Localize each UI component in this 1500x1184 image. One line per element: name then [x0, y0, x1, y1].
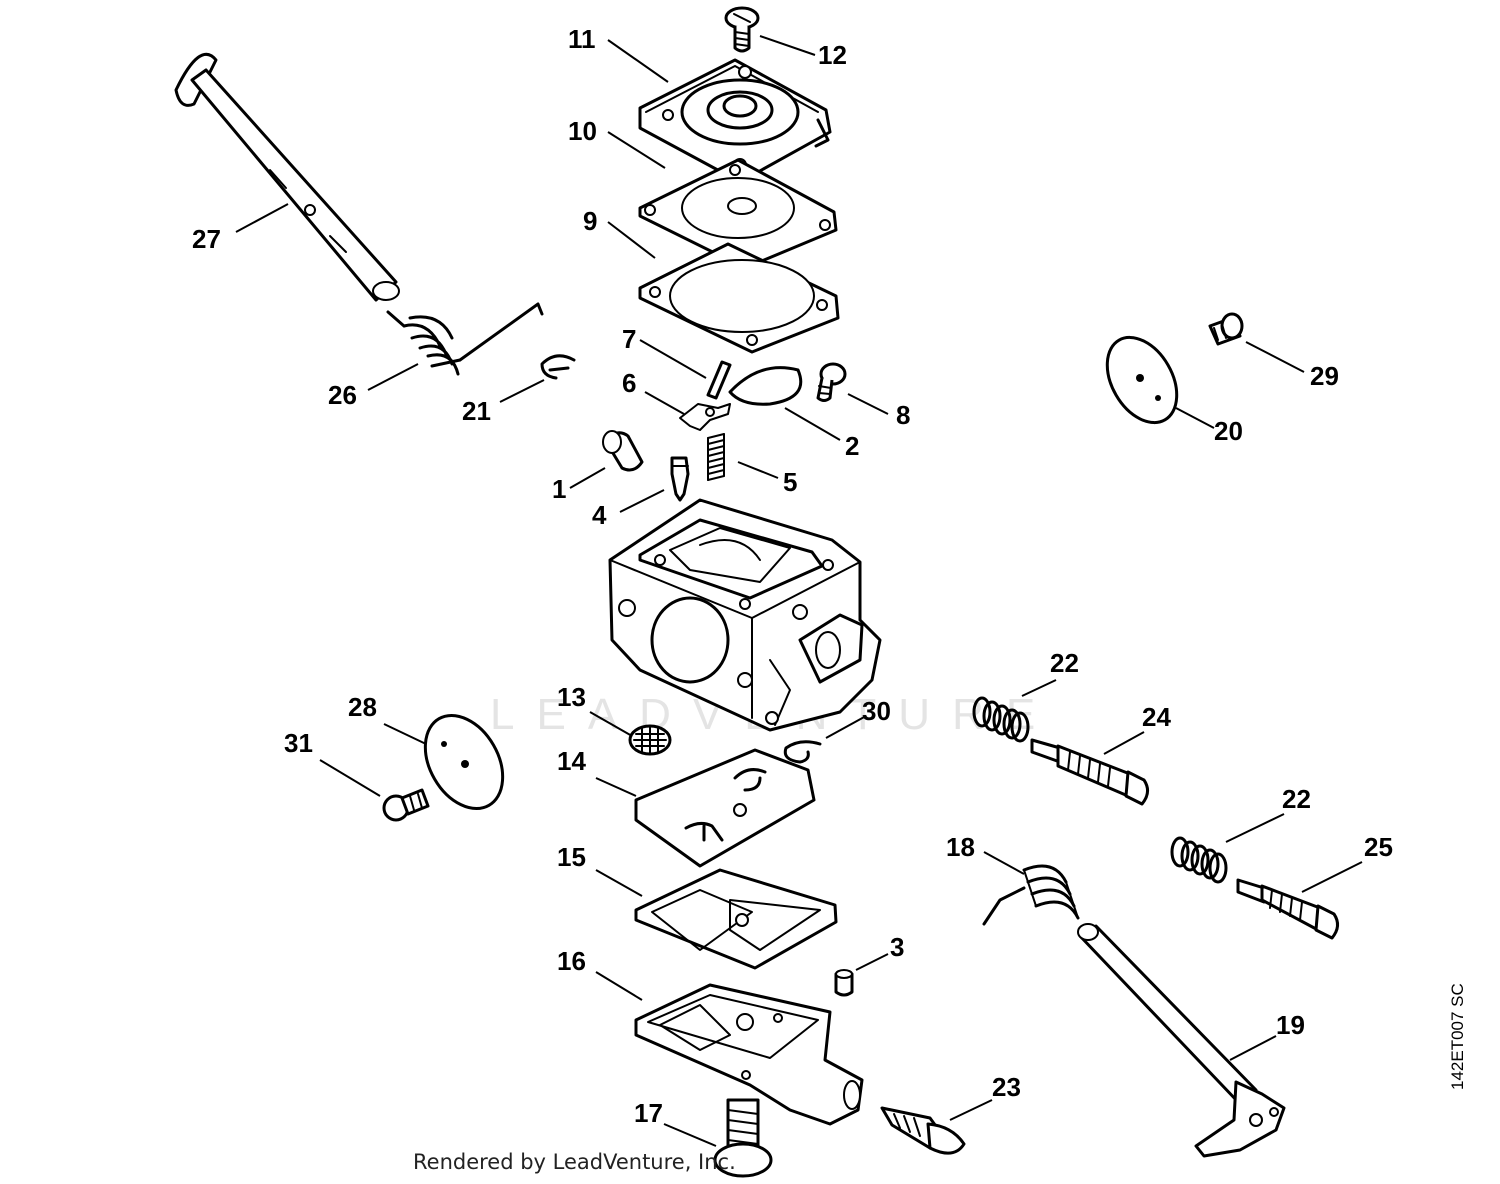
part-20-shutter — [1105, 335, 1179, 425]
callout-labels: 11 12 10 9 27 7 6 8 2 1 4 5 26 21 29 20 … — [192, 24, 1393, 1128]
callout-22-lower: 22 — [1282, 784, 1311, 814]
part-1-plug — [602, 430, 644, 472]
callout-29: 29 — [1310, 361, 1339, 391]
credit-text: Rendered by LeadVenture, Inc. — [413, 1150, 736, 1174]
callout-26: 26 — [328, 380, 357, 410]
part-14-gasket — [634, 748, 816, 868]
callout-21: 21 — [462, 396, 491, 426]
part-29-screw — [1208, 312, 1244, 346]
leader-lines — [235, 35, 1363, 1147]
part-12-screw — [724, 6, 760, 53]
carburetor-body — [608, 498, 882, 732]
part-28-shutter — [423, 713, 505, 811]
part-17-screw — [713, 1098, 773, 1178]
part-4-inlet-needle — [670, 456, 690, 502]
callout-6: 6 — [622, 368, 636, 398]
part-8-screw — [816, 362, 847, 402]
part-26-torsion-spring — [386, 302, 544, 376]
part-15-gasket — [634, 868, 838, 970]
callout-27: 27 — [192, 224, 221, 254]
part-3-plug — [834, 969, 854, 997]
callout-2: 2 — [845, 431, 859, 461]
callout-13: 13 — [557, 682, 586, 712]
part-16-pump-body — [634, 983, 864, 1126]
callout-22-upper: 22 — [1050, 648, 1079, 678]
part-22-spring-lower — [1170, 836, 1228, 884]
callout-9: 9 — [583, 206, 597, 236]
part-25-adjust-screw — [1236, 878, 1339, 940]
callout-16: 16 — [557, 946, 586, 976]
callout-23: 23 — [992, 1072, 1021, 1102]
callout-25: 25 — [1364, 832, 1393, 862]
part-27-throttle-shaft — [174, 52, 400, 302]
part-22-spring-upper — [972, 696, 1030, 743]
callout-17: 17 — [634, 1098, 663, 1128]
callout-30: 30 — [862, 696, 891, 726]
callout-28: 28 — [348, 692, 377, 722]
callout-10: 10 — [568, 116, 597, 146]
part-19-choke-shaft — [1077, 923, 1286, 1158]
callout-18: 18 — [946, 832, 975, 862]
callout-11: 11 — [568, 24, 596, 54]
part-2-lever — [728, 366, 803, 406]
part-5-spring — [707, 433, 725, 481]
drawing-code: 142ET007 SC — [1448, 983, 1467, 1090]
part-10-diaphragm — [638, 158, 838, 270]
part-31-screw — [382, 788, 430, 822]
part-13-strainer — [628, 724, 672, 756]
callout-8: 8 — [896, 400, 910, 430]
callout-14: 14 — [557, 746, 586, 776]
part-30-clip — [783, 740, 822, 764]
part-18-torsion-spring — [982, 864, 1080, 926]
callout-4: 4 — [592, 500, 607, 530]
part-9-gasket — [638, 242, 840, 354]
part-23-screw — [880, 1106, 966, 1155]
callout-12: 12 — [818, 40, 847, 70]
callout-19: 19 — [1276, 1010, 1305, 1040]
part-24-adjust-screw — [1030, 738, 1149, 806]
callout-20: 20 — [1214, 416, 1243, 446]
part-6-lever-arm — [679, 403, 731, 431]
part-21-clip — [540, 354, 576, 380]
callout-24: 24 — [1142, 702, 1171, 732]
callout-3: 3 — [890, 932, 904, 962]
callout-15: 15 — [557, 842, 586, 872]
callout-7: 7 — [622, 324, 636, 354]
callout-1: 1 — [552, 474, 566, 504]
part-7-pin — [706, 360, 732, 400]
callout-31: 31 — [284, 728, 313, 758]
callout-5: 5 — [783, 467, 797, 497]
